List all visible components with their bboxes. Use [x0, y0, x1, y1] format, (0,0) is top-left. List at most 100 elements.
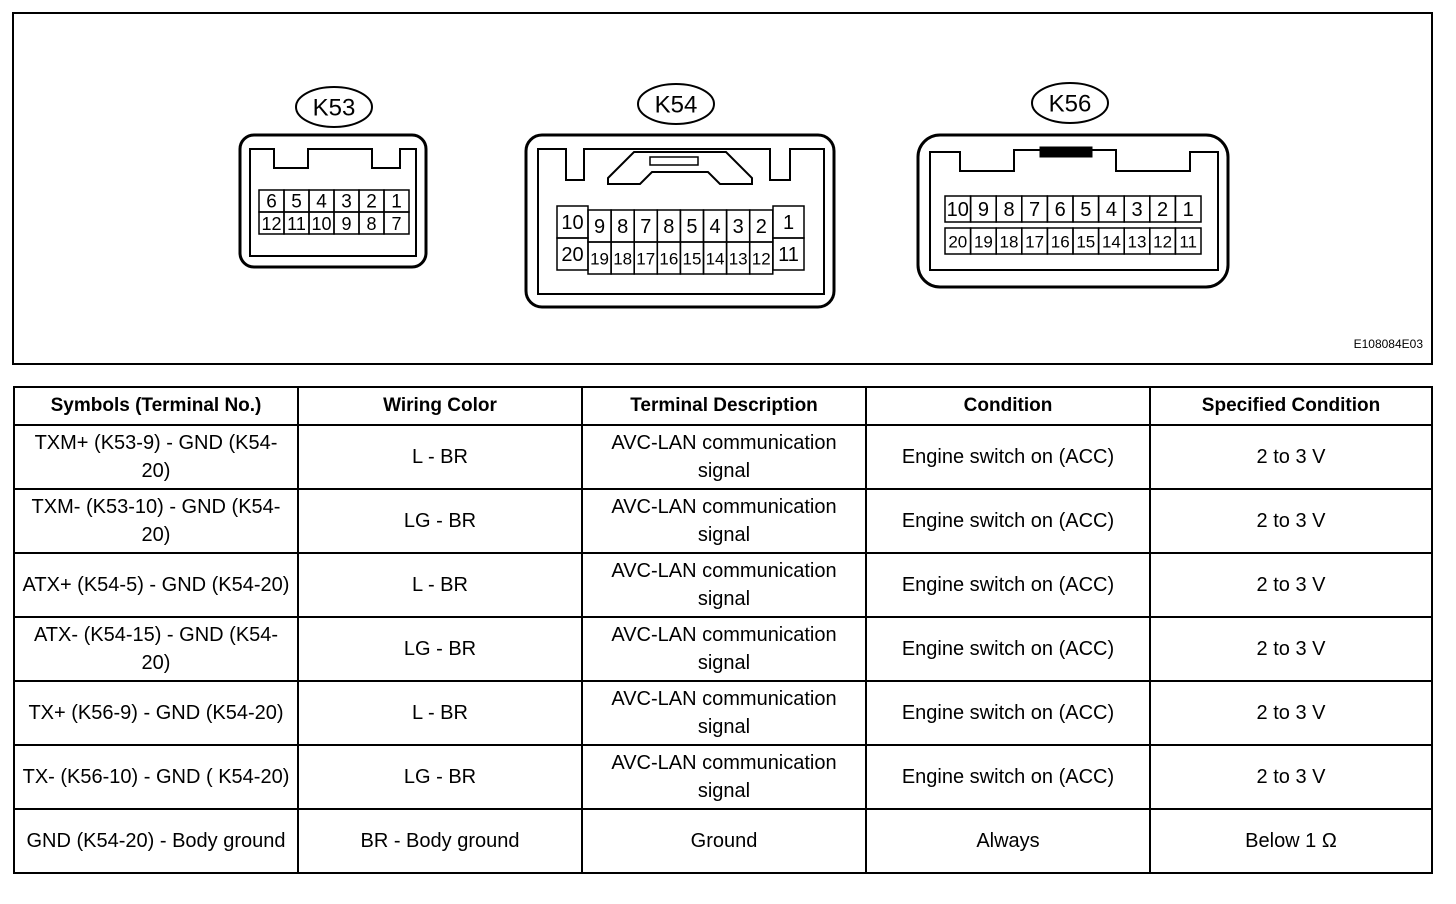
- connector-k56-bottom-pin: 16: [1051, 233, 1070, 252]
- connector-k56-top-pin: 10: [947, 199, 969, 221]
- connector-k54-right-top-pin: 1: [783, 212, 794, 234]
- connector-k54-mid-top-pin: 4: [709, 216, 720, 238]
- cell-condition: Engine switch on (ACC): [865, 552, 1151, 618]
- connector-k54-mid-top-pin: 8: [617, 216, 628, 238]
- cell-condition: Engine switch on (ACC): [865, 744, 1151, 810]
- cell-description: Ground: [581, 808, 867, 874]
- connector-k56-top-pin: 7: [1029, 199, 1040, 221]
- connector-k54-housing: [524, 133, 836, 309]
- connector-k56-bottom-pin: 13: [1128, 233, 1147, 252]
- connector-k54-mid-bottom-pin: 15: [682, 250, 701, 269]
- connector-k54-mid-top-pin: 9: [594, 216, 605, 238]
- cell-condition: Engine switch on (ACC): [865, 424, 1151, 490]
- connector-k56-bottom-pin: 19: [974, 233, 993, 252]
- diagram-code: E108084E03: [1353, 337, 1423, 351]
- connector-k53-label-text: K53: [313, 95, 356, 122]
- connector-k53-bottom-cell: [383, 211, 410, 235]
- connector-k56-bottom-cell: [1174, 227, 1202, 255]
- table-row: GND (K54-20) - Body ground BR - Body gro…: [13, 808, 1433, 874]
- connector-k54-mid-bottom-pin: 17: [636, 250, 655, 269]
- table-row: TXM- (K53-10) - GND (K54-20) LG - BR AVC…: [13, 488, 1433, 554]
- connector-k56-top-cell: [1174, 195, 1202, 223]
- connector-k54-mid-bottom-pin: 19: [590, 250, 609, 269]
- connector-k56-housing: [916, 133, 1230, 289]
- connector-k53-bottom-pin: 8: [366, 214, 376, 234]
- connector-k54-label: K54: [637, 83, 715, 125]
- cell-symbol: TX+ (K56-9) - GND (K54-20): [13, 680, 299, 746]
- connector-k56-bottom-pin: 20: [948, 233, 967, 252]
- connector-k54-label-ellipse: [637, 83, 715, 125]
- connector-k54-left-top-pin: 10: [561, 212, 583, 234]
- connector-k54-mid-top-pin: 2: [756, 216, 767, 238]
- table-row: ATX+ (K54-5) - GND (K54-20) L - BR AVC-L…: [13, 552, 1433, 618]
- connector-k54-mid-bottom-pin: 16: [659, 250, 678, 269]
- header-condition: Condition: [865, 386, 1151, 426]
- cell-wiring-color: LG - BR: [297, 744, 583, 810]
- connector-k53-top-pin: 5: [291, 192, 302, 213]
- cell-condition: Engine switch on (ACC): [865, 488, 1151, 554]
- connector-k53-top-pin: 3: [341, 192, 352, 213]
- connector-k54-mid-bottom-pin: 12: [752, 250, 771, 269]
- connector-k54-inner-outline: [537, 148, 825, 295]
- cell-wiring-color: L - BR: [297, 552, 583, 618]
- connector-k54-label-text: K54: [655, 92, 698, 119]
- connector-k53-inner-outline: [249, 148, 417, 257]
- cell-symbol: TX- (K56-10) - GND ( K54-20): [13, 744, 299, 810]
- connector-k54-mid-bottom-pin: 13: [729, 250, 748, 269]
- connector-k56-label-text: K56: [1049, 91, 1092, 118]
- connector-k54-mid-top-pin: 8: [663, 216, 674, 238]
- connector-k53-label-ellipse: [295, 86, 373, 128]
- table-row: TX- (K56-10) - GND ( K54-20) LG - BR AVC…: [13, 744, 1433, 810]
- connector-k56-top-pin: 5: [1080, 199, 1091, 221]
- connector-k56-top-pin: 8: [1003, 199, 1014, 221]
- connector-k54-mid-bottom-pin: 14: [706, 250, 725, 269]
- connector-k56-label-ellipse: [1031, 82, 1109, 124]
- connector-k54-mid-top-pin: 5: [686, 216, 697, 238]
- connector-k54-mid-top-pin: 7: [640, 216, 651, 238]
- cell-wiring-color: L - BR: [297, 424, 583, 490]
- cell-symbol: TXM+ (K53-9) - GND (K54-20): [13, 424, 299, 490]
- cell-symbol: GND (K54-20) - Body ground: [13, 808, 299, 874]
- header-wiring-color: Wiring Color: [297, 386, 583, 426]
- connector-k56-top-pin: 2: [1157, 199, 1168, 221]
- connector-k56-label: K56: [1031, 82, 1109, 124]
- connector-k56-inner-outline: [929, 149, 1219, 271]
- connector-k53-bottom-pin: 10: [311, 214, 331, 234]
- cell-symbol: TXM- (K53-10) - GND (K54-20): [13, 488, 299, 554]
- cell-specified: 2 to 3 V: [1149, 744, 1433, 810]
- connector-k53-housing: [238, 133, 428, 269]
- connector-k54-latch-slot: [649, 156, 699, 166]
- connector-k53-label: K53: [295, 86, 373, 128]
- table-row: ATX- (K54-15) - GND (K54-20) LG - BR AVC…: [13, 616, 1433, 682]
- connector-k56-top-pin: 1: [1183, 199, 1194, 221]
- cell-specified: 2 to 3 V: [1149, 424, 1433, 490]
- cell-symbol: ATX+ (K54-5) - GND (K54-20): [13, 552, 299, 618]
- connector-k56-top-pin: 4: [1106, 199, 1117, 221]
- connector-k54-mid-bottom-pin: 18: [613, 250, 632, 269]
- connector-k56-key: [1039, 146, 1093, 158]
- connector-k54-mid-top-pin: 3: [733, 216, 744, 238]
- cell-condition: Always: [865, 808, 1151, 874]
- cell-description: AVC-LAN communication signal: [581, 424, 867, 490]
- connector-k56-top-pin: 9: [978, 199, 989, 221]
- cell-specified: 2 to 3 V: [1149, 488, 1433, 554]
- table-header-row: Symbols (Terminal No.) Wiring Color Term…: [13, 386, 1433, 426]
- connector-k54-right-bottom-pin: 11: [778, 244, 799, 266]
- cell-description: AVC-LAN communication signal: [581, 744, 867, 810]
- cell-specified: 2 to 3 V: [1149, 680, 1433, 746]
- connector-k53-bottom-pin: 7: [391, 214, 401, 234]
- cell-description: AVC-LAN communication signal: [581, 488, 867, 554]
- cell-symbol: ATX- (K54-15) - GND (K54-20): [13, 616, 299, 682]
- connector-k53-bottom-pin: 12: [261, 214, 281, 234]
- table-row: TX+ (K56-9) - GND (K54-20) L - BR AVC-LA…: [13, 680, 1433, 746]
- cell-condition: Engine switch on (ACC): [865, 616, 1151, 682]
- connector-k56-bottom-pin: 12: [1153, 233, 1172, 252]
- connector-k56-bottom-pin: 11: [1179, 233, 1197, 252]
- connector-k53-top-pin: 2: [366, 192, 377, 213]
- cell-description: AVC-LAN communication signal: [581, 552, 867, 618]
- connector-k53-bottom-pin: 11: [287, 214, 306, 234]
